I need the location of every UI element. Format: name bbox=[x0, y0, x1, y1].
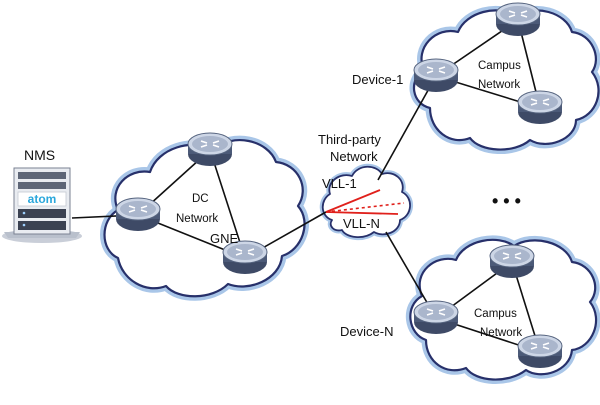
device-n-router-icon bbox=[413, 300, 459, 335]
nms-logo-text: atom bbox=[28, 192, 57, 206]
router-icon bbox=[187, 132, 233, 167]
link-dc-triangle-b bbox=[209, 149, 246, 259]
third-party-label-line1: Third-party bbox=[318, 132, 381, 147]
nms-label: NMS bbox=[24, 147, 55, 163]
dc-network-label-line1: DC bbox=[192, 193, 209, 205]
router-icon bbox=[489, 244, 535, 279]
vll-dashed-link bbox=[325, 202, 405, 213]
gne-label: GNE bbox=[210, 231, 239, 246]
campus-top-label-line1: Campus bbox=[478, 60, 521, 72]
link-thirdparty-device1 bbox=[377, 75, 437, 181]
more-devices-ellipsis: • • • bbox=[492, 191, 521, 211]
vll-1-link bbox=[325, 189, 381, 213]
vll-n-label: VLL-N bbox=[343, 216, 380, 231]
third-party-network-cloud-icon bbox=[319, 163, 413, 240]
router-icon bbox=[517, 90, 563, 125]
device-1-router-icon bbox=[413, 58, 459, 93]
nms-server-rack-icon bbox=[2, 167, 82, 243]
vll-n-link bbox=[325, 211, 399, 215]
router-icon bbox=[115, 197, 161, 232]
dc-network-label-line2: Network bbox=[176, 213, 218, 225]
vll-1-label: VLL-1 bbox=[322, 176, 357, 191]
campus-top-label-line2: Network bbox=[478, 79, 520, 91]
device-n-label: Device-N bbox=[340, 324, 393, 339]
campus-bottom-label-line1: Campus bbox=[474, 308, 517, 320]
third-party-label-line2: Network bbox=[330, 149, 378, 164]
device-1-label: Device-1 bbox=[352, 72, 403, 87]
campus-bottom-label-line2: Network bbox=[480, 327, 522, 339]
router-icon bbox=[517, 334, 563, 369]
vll-links bbox=[325, 189, 405, 215]
router-icon bbox=[495, 2, 541, 37]
